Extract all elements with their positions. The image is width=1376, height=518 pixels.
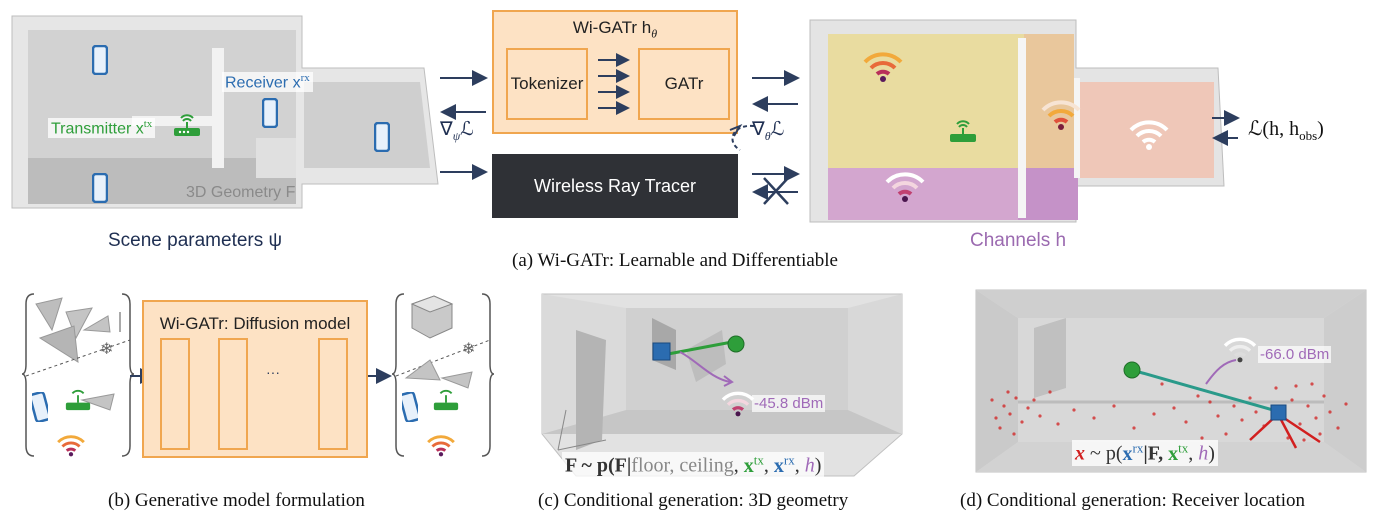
- caption-c: (c) Conditional generation: 3D geometry: [538, 490, 849, 511]
- input-set-bracket: ❄: [22, 293, 135, 457]
- scene-room-left: [11, 15, 439, 209]
- wigatr-box: Wi-GATr hθ Tokenizer GATr: [492, 10, 738, 134]
- caption-d: (d) Conditional generation: Receiver loc…: [960, 490, 1306, 511]
- diffusion-ellipsis: ···: [266, 364, 280, 380]
- diffusion-block-3: [318, 338, 348, 450]
- diffusion-block-1: [160, 338, 190, 450]
- wifi-icon: [885, 172, 925, 202]
- arrows-left: [440, 70, 488, 180]
- receiver-cube: [1270, 404, 1287, 421]
- wifi-icon: [427, 435, 455, 457]
- phone-icon: [374, 122, 390, 152]
- router-icon: [65, 389, 91, 411]
- scene-parameters-label: Scene parameters ψ: [108, 230, 283, 251]
- wifi-icon: [1041, 100, 1081, 130]
- diffusion-block-2: [218, 338, 248, 450]
- grad-theta-label: ∇θℒ: [752, 119, 785, 143]
- ray-tracer-box: Wireless Ray Tracer: [492, 154, 738, 218]
- geometry-label: 3D Geometry F: [186, 184, 296, 201]
- loss-arrows: [1212, 110, 1240, 146]
- scene-room-c: [541, 293, 903, 477]
- wifi-icon: [1129, 120, 1169, 150]
- gatr-box: GATr: [638, 48, 730, 120]
- tokenizer-box: Tokenizer: [506, 48, 588, 120]
- phone-icon: [402, 392, 418, 422]
- receiver-label: Receiver xrx: [222, 72, 313, 93]
- diffusion-model-box: Wi-GATr: Diffusion model ···: [142, 300, 368, 458]
- phone-icon: [262, 98, 278, 128]
- phone-icon: [92, 173, 108, 203]
- curved-arrow: [729, 123, 755, 151]
- transmitter-sphere: [1123, 361, 1141, 379]
- phone-icon: [32, 392, 48, 422]
- wifi-icon: [863, 52, 903, 82]
- wifi-icon: [1223, 337, 1257, 363]
- loss-label: ℒ(h, hobs): [1248, 118, 1324, 143]
- formula-c: F ~ p(F|floor, ceiling, xtx, xrx, h): [562, 452, 825, 478]
- dbm-d: -66.0 dBm: [1258, 346, 1332, 363]
- token-arrows: [598, 53, 630, 115]
- arrows-right: [752, 70, 800, 205]
- grad-psi-label: ∇ψℒ: [440, 119, 474, 143]
- router-icon: [433, 389, 459, 411]
- diffusion-title: Wi-GATr: Diffusion model: [159, 314, 351, 333]
- conditioning-links-c: [667, 340, 734, 387]
- svg-text:❄: ❄: [462, 341, 475, 358]
- router-icon: [174, 114, 200, 136]
- channels-label: Channels h: [970, 230, 1067, 251]
- caption-a: (a) Wi-GATr: Learnable and Differentiabl…: [512, 250, 838, 271]
- receiver-cube: [652, 342, 671, 361]
- router-icon: [950, 120, 976, 142]
- output-set-bracket: ❄: [392, 293, 495, 457]
- wigatr-title: Wi-GATr hθ: [572, 18, 658, 41]
- transmitter-label: Transmitter xtx: [48, 118, 156, 139]
- formula-d: x ~ p(xrx|F, xtx, h): [1072, 440, 1218, 466]
- transmitter-sphere: [727, 335, 745, 353]
- caption-b: (b) Generative model formulation: [108, 490, 365, 511]
- phone-icon: [92, 45, 108, 75]
- wifi-icon: [721, 391, 755, 417]
- wifi-icon: [57, 435, 85, 457]
- svg-text:❄: ❄: [100, 341, 113, 358]
- dbm-c: -45.8 dBm: [752, 395, 826, 412]
